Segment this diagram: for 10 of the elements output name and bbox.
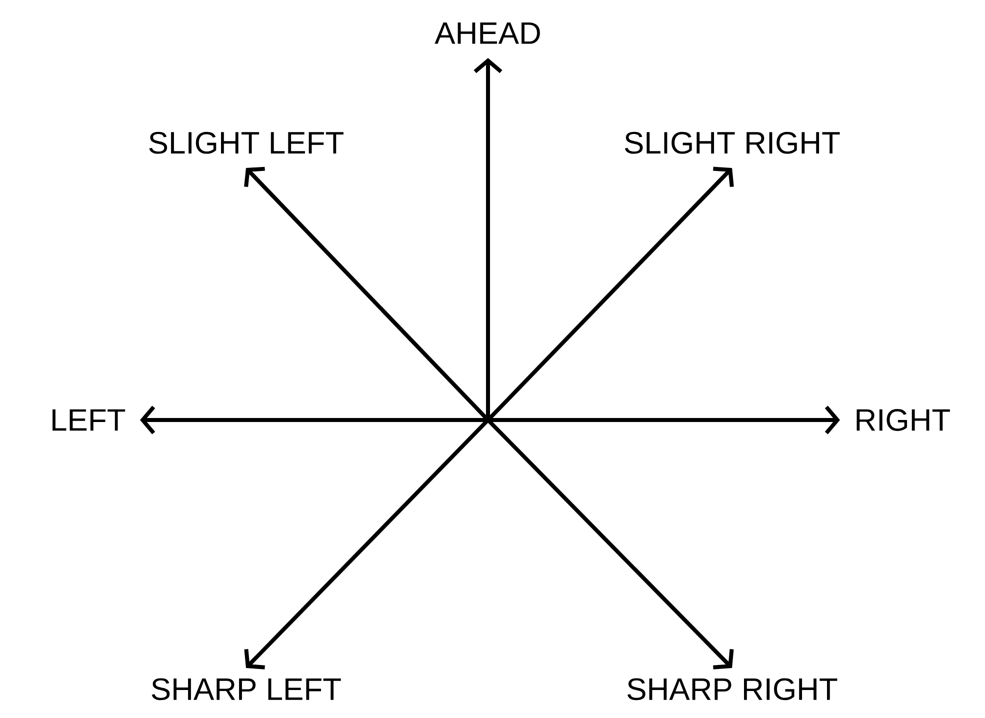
direction-label: SHARP RIGHT: [628, 678, 838, 700]
arrow: [488, 406, 840, 434]
direction-label: SLIGHT RIGHT: [624, 132, 840, 154]
arrow: [474, 58, 502, 420]
direction-label: AHEAD: [434, 22, 540, 44]
direction-label: RIGHT: [856, 409, 950, 431]
direction-label: LEFT: [52, 409, 126, 431]
direction-label: SLIGHT LEFT: [149, 132, 344, 154]
direction-label: SHARP LEFT: [152, 678, 341, 700]
arrow: [140, 406, 488, 434]
